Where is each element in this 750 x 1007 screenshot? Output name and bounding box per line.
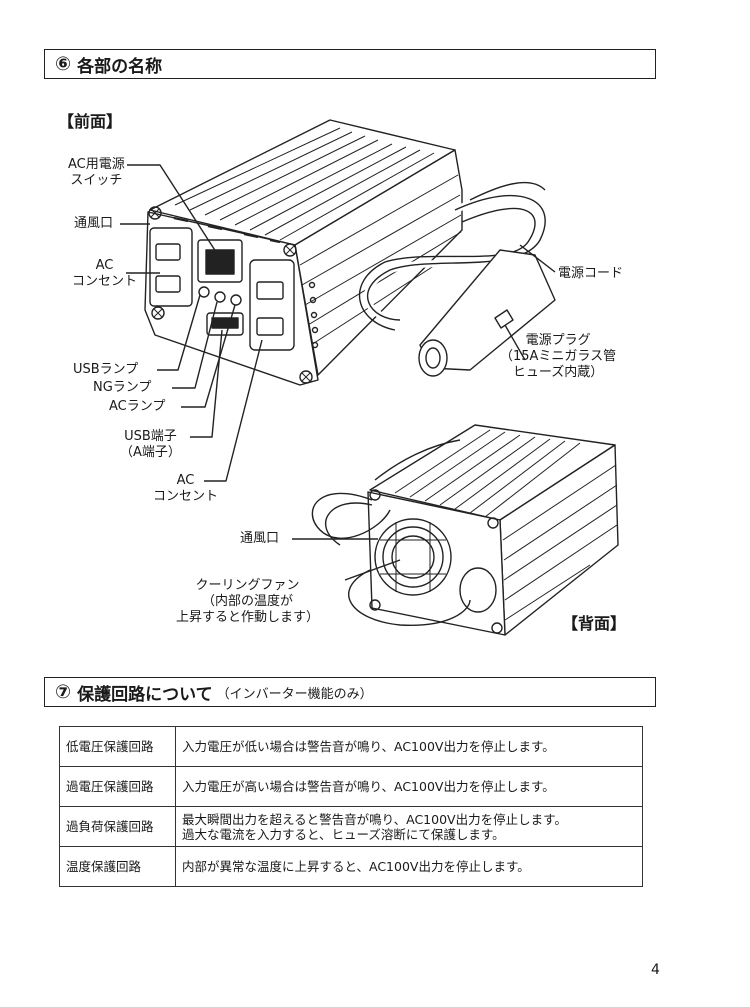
section-title: 保護回路について — [77, 684, 213, 705]
table-row: 過電圧保護回路 入力電圧が高い場合は警告音が鳴り、AC100V出力を停止します。 — [59, 766, 643, 807]
circuit-description: 入力電圧が高い場合は警告音が鳴り、AC100V出力を停止します。 — [175, 766, 643, 807]
label-ac-power-switch: AC用電源 スイッチ — [68, 157, 125, 188]
section-7-header: ⑦ 保護回路について （インバーター機能のみ） — [44, 677, 656, 707]
circuit-name: 低電圧保護回路 — [59, 726, 176, 767]
label-ac-outlet-bottom: AC コンセント — [153, 473, 219, 504]
leader-lines — [120, 164, 556, 581]
label-cooling-fan: クーリングファン （内部の温度が 上昇すると作動します） — [176, 578, 320, 625]
page-number: 4 — [651, 962, 660, 978]
label-ac-outlet-left: AC コンセント — [72, 258, 138, 289]
label-vent-back: 通風口 — [240, 531, 280, 546]
label-usb-port: USB端子 （A端子） — [120, 429, 181, 460]
protection-circuit-table: 低電圧保護回路 入力電圧が低い場合は警告音が鳴り、AC100V出力を停止します。… — [59, 726, 643, 887]
section-number: ⑦ — [55, 681, 72, 703]
circuit-name: 過電圧保護回路 — [59, 766, 176, 807]
circuit-name: 温度保護回路 — [59, 846, 176, 887]
circuit-description: 入力電圧が低い場合は警告音が鳴り、AC100V出力を停止します。 — [175, 726, 643, 767]
label-power-plug: 電源プラグ （15Aミニガラス管 ヒューズ内蔵） — [500, 333, 617, 380]
label-ng-lamp: NGランプ — [93, 380, 152, 395]
front-inverter-drawing — [144, 119, 556, 386]
section-title: 各部の名称 — [77, 56, 163, 77]
back-view-label: 【背面】 — [562, 614, 627, 633]
inverter-illustration — [120, 119, 619, 636]
section-subtitle: （インバーター機能のみ） — [216, 686, 373, 702]
label-ac-lamp: ACランプ — [109, 399, 166, 414]
label-vent-front: 通風口 — [74, 216, 114, 231]
table-row: 温度保護回路 内部が異常な温度に上昇すると、AC100V出力を停止します。 — [59, 846, 643, 887]
circuit-description: 内部が異常な温度に上昇すると、AC100V出力を停止します。 — [175, 846, 643, 887]
label-power-cord: 電源コード — [558, 266, 624, 281]
section-6-header: ⑥ 各部の名称 — [44, 49, 656, 79]
table-row: 過負荷保護回路 最大瞬間出力を超えると警告音が鳴り、AC100V出力を停止します… — [59, 806, 643, 847]
section-number: ⑥ — [55, 53, 72, 75]
circuit-name: 過負荷保護回路 — [59, 806, 176, 847]
table-row: 低電圧保護回路 入力電圧が低い場合は警告音が鳴り、AC100V出力を停止します。 — [59, 726, 643, 767]
circuit-description: 最大瞬間出力を超えると警告音が鳴り、AC100V出力を停止します。 過大な電流を… — [175, 806, 643, 847]
back-inverter-drawing — [311, 424, 619, 636]
front-view-label: 【前面】 — [58, 112, 123, 131]
label-usb-lamp: USBランプ — [73, 362, 139, 377]
